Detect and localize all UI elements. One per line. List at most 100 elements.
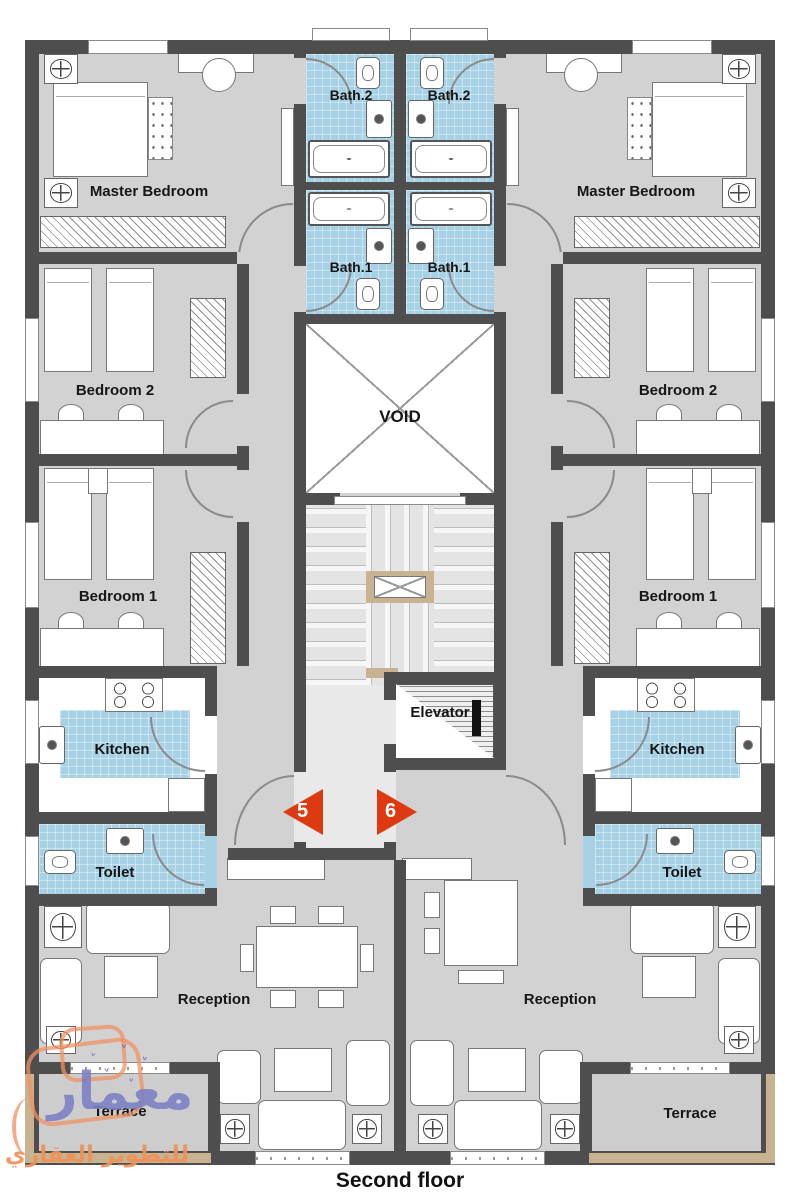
door-opening xyxy=(205,716,217,774)
watermark-chair-sketch xyxy=(12,1098,46,1156)
room-label-master-bedroom-left: Master Bedroom xyxy=(89,183,209,200)
sofa xyxy=(630,902,714,954)
toilet-wc xyxy=(724,850,756,874)
desk xyxy=(636,420,760,460)
bath-sink xyxy=(408,228,434,264)
dining-chair xyxy=(240,944,254,972)
tv-table xyxy=(274,1048,332,1092)
floor-caption: Second floor xyxy=(335,1169,465,1192)
door-number-5: 5 xyxy=(297,800,309,822)
wall xyxy=(580,1062,592,1157)
wall xyxy=(39,894,217,906)
wall xyxy=(294,54,306,848)
bedside-rug xyxy=(148,97,173,160)
terrace-door-window xyxy=(70,1062,170,1074)
dining-chair xyxy=(458,970,504,984)
dining-chair xyxy=(424,892,440,918)
door-opening xyxy=(506,252,563,264)
room-label-reception-left: Reception xyxy=(177,991,251,1008)
bath-wc xyxy=(356,278,380,310)
bath-wc xyxy=(420,278,444,310)
door-opening xyxy=(494,58,506,104)
wardrobe xyxy=(190,298,226,378)
wardrobe xyxy=(40,216,226,248)
door-opening xyxy=(551,470,563,522)
desk xyxy=(636,628,760,668)
armchair xyxy=(539,1050,583,1104)
bedside-rug xyxy=(627,97,652,160)
tv-panel xyxy=(506,108,519,186)
entry-mat xyxy=(227,858,325,880)
light-well xyxy=(312,28,390,41)
stair-guard-rail xyxy=(334,496,466,505)
kitchen-sink xyxy=(735,726,761,764)
sofa xyxy=(86,902,170,954)
door-opening xyxy=(583,716,595,774)
room-label-terrace-right: Terrace xyxy=(663,1105,717,1122)
dining-chair xyxy=(270,906,296,924)
wall xyxy=(237,264,249,666)
bath-sink xyxy=(366,100,392,138)
wall xyxy=(551,264,563,666)
toilet-sink xyxy=(656,828,694,854)
dining-chair xyxy=(424,928,440,954)
headboard-table xyxy=(692,468,712,494)
wall xyxy=(294,493,340,505)
side-table xyxy=(352,1114,382,1144)
wardrobe xyxy=(574,298,610,378)
stove-icon xyxy=(637,678,695,712)
headboard-table xyxy=(88,468,108,494)
nightstand xyxy=(44,178,78,208)
bath-sink xyxy=(408,100,434,138)
wardrobe xyxy=(574,216,760,248)
stair-treads-left xyxy=(306,505,368,685)
room-label-terrace-left: Terrace xyxy=(93,1103,147,1120)
wall xyxy=(563,454,761,466)
window xyxy=(25,318,39,402)
toilet-wc xyxy=(44,850,76,874)
door-opening xyxy=(551,394,563,446)
desk xyxy=(40,420,164,460)
wall xyxy=(583,666,761,678)
bathtub xyxy=(410,192,492,226)
dining-chair xyxy=(270,990,296,1008)
wall xyxy=(39,812,217,824)
wall xyxy=(39,252,237,264)
desk xyxy=(40,628,164,668)
single-bed xyxy=(44,268,92,372)
wall xyxy=(25,40,775,54)
armchair xyxy=(410,1040,454,1106)
terrace-left-floor xyxy=(39,1074,208,1151)
elevator-door-bar xyxy=(472,700,481,736)
tv-panel xyxy=(281,108,294,186)
window xyxy=(25,522,39,608)
coffee-table xyxy=(104,956,158,998)
nightstand xyxy=(722,54,756,84)
coffee-table xyxy=(642,956,696,998)
side-table xyxy=(220,1114,250,1144)
balcony-window xyxy=(255,1151,350,1165)
stair-treads-upper xyxy=(366,505,434,571)
side-table xyxy=(44,906,82,948)
wall xyxy=(494,54,506,770)
window xyxy=(761,700,775,764)
elevator-label: Elevator xyxy=(410,704,470,721)
side-table xyxy=(718,906,756,948)
door-marker-5 xyxy=(283,789,323,835)
dining-chair xyxy=(360,944,374,972)
watermark-brand-text: معمار xyxy=(47,1062,194,1122)
room-label-bedroom1-left: Bedroom 1 xyxy=(78,588,158,605)
toilet-sink xyxy=(106,828,144,854)
window xyxy=(632,40,712,54)
bathtub xyxy=(308,192,390,226)
door-opening xyxy=(237,394,249,446)
wall xyxy=(384,758,506,770)
wardrobe xyxy=(190,552,226,664)
door-opening xyxy=(494,266,506,312)
bath-wc xyxy=(356,57,380,89)
watermark-bird-icon: ˅ xyxy=(128,1078,135,1093)
stove-icon xyxy=(105,678,163,712)
single-bed xyxy=(44,468,92,580)
dining-table xyxy=(256,926,358,988)
